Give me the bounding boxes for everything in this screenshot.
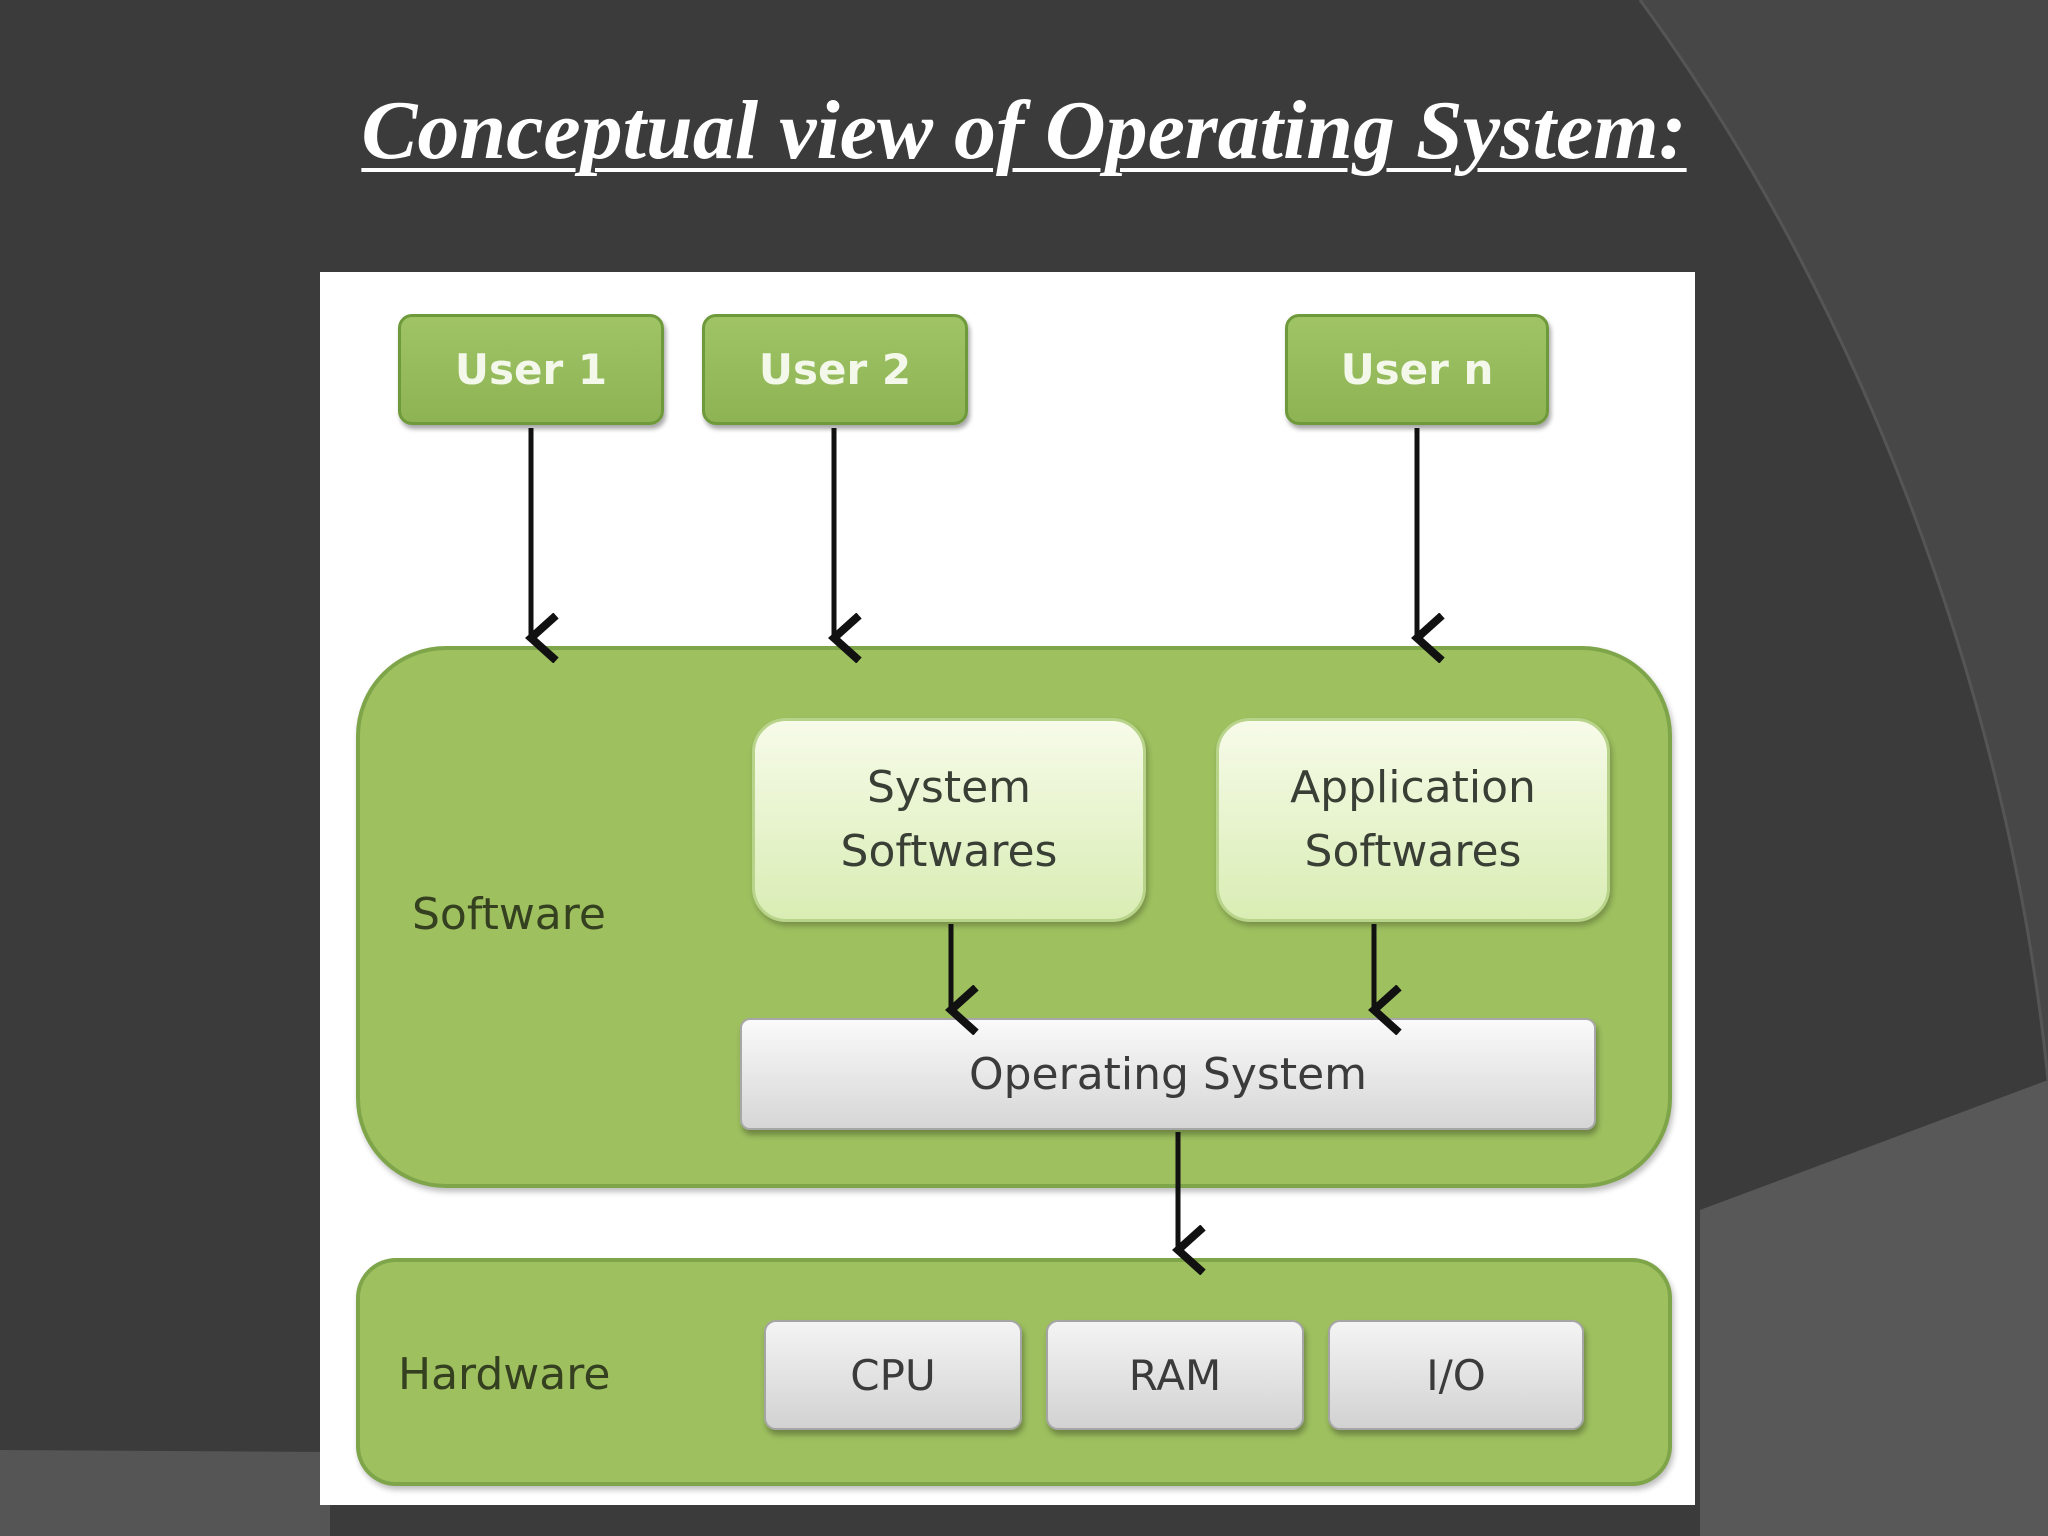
diagram-arrows [320,428,1695,1505]
application-softwares-line-1: Application [1290,762,1536,813]
ram-box: RAM [1046,1320,1304,1430]
diagram-panel: User 1 User 2 User n Software System Sof… [320,272,1695,1505]
application-softwares-line-2: Softwares [1304,826,1522,877]
software-label: Software [412,889,606,940]
application-softwares-box: Application Softwares [1216,718,1610,922]
user-2-box: User 2 [702,314,968,425]
cpu-box: CPU [764,1320,1022,1430]
system-softwares-line-2: Softwares [840,826,1058,877]
system-softwares-box: System Softwares [752,718,1146,922]
user-1-box: User 1 [398,314,664,425]
io-box: I/O [1328,1320,1584,1430]
slide-title: Conceptual view of Operating System: [361,84,1687,177]
operating-system-bar: Operating System [740,1018,1596,1130]
system-softwares-line-1: System [866,762,1032,813]
user-n-box: User n [1285,314,1549,425]
hardware-label: Hardware [398,1349,611,1400]
